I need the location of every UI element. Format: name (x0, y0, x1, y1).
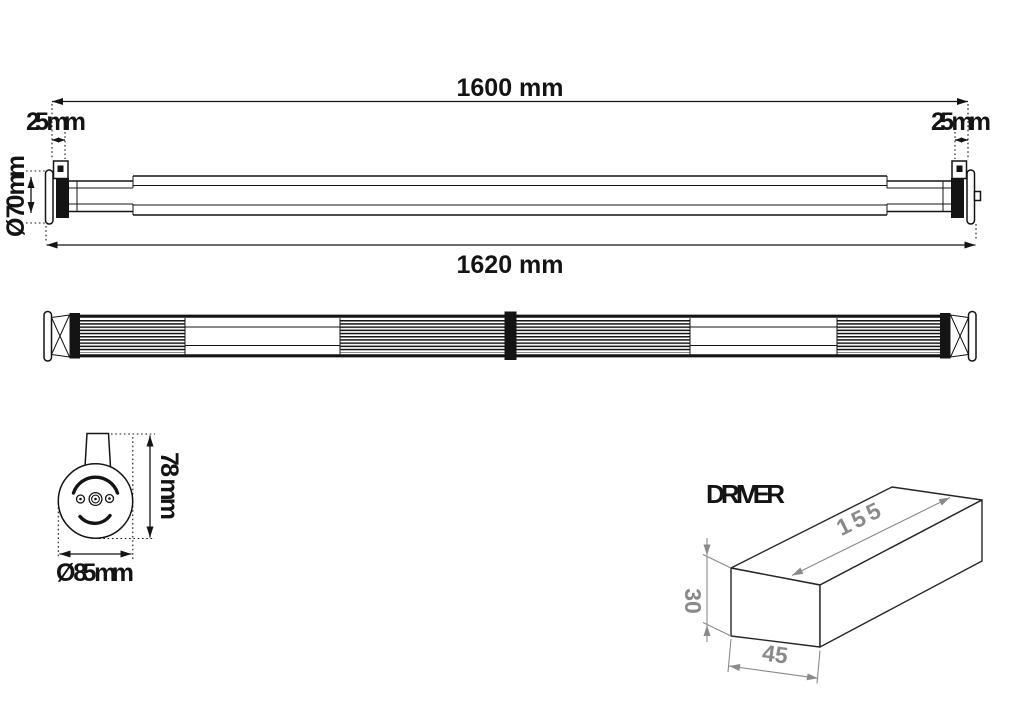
left-disc (43, 310, 53, 362)
center-divider (504, 311, 517, 360)
dim-25-right-label: 25 mm (931, 108, 991, 136)
dim-30 (702, 538, 732, 642)
dim-45 (727, 638, 821, 684)
right-disc (967, 310, 977, 362)
dim-1600-label: 1600 mm (456, 74, 563, 102)
dim-78-label: 78 mm (155, 452, 183, 520)
tube-body-side-view (69, 175, 951, 216)
cap-circle (57, 463, 134, 539)
extension-lines (26, 104, 977, 241)
dim-25-left-arrow (52, 137, 65, 143)
detail-extension-lines (57, 433, 155, 559)
dim-1620-label: 1620 mm (456, 251, 563, 279)
mount-tab (84, 432, 112, 468)
dim-30-label: 30 (680, 588, 706, 614)
driver-drawing: DRIVER 155 30 45 (680, 479, 983, 684)
dim-45-label: 45 (761, 639, 790, 668)
left-brace (51, 314, 70, 358)
dim-70-label: Ø 70 mm (2, 155, 30, 237)
lower-arc (78, 513, 112, 526)
end-cap-detail-drawing: 78 mm Ø 85 mm (56, 432, 183, 587)
left-end-cap (44, 160, 69, 225)
dim-25-left-label: 25 mm (26, 108, 86, 136)
right-end-cap (951, 160, 982, 225)
connector-holes (75, 491, 115, 507)
clear-sections (184, 318, 838, 355)
left-clamp (69, 313, 80, 359)
side-view-drawing: 1600 mm 25 mm 25 mm Ø 70 mm (2, 74, 991, 279)
ribbed-sections (80, 319, 940, 353)
dim-155-line (791, 497, 951, 576)
upper-arc (71, 475, 120, 495)
dim-85-label: Ø 85 mm (56, 559, 134, 587)
front-view-drawing (43, 310, 977, 362)
right-brace (950, 314, 969, 358)
driver-title: DRIVER (706, 479, 785, 509)
dim-25-right-arrow (955, 137, 968, 143)
right-clamp (940, 313, 951, 359)
